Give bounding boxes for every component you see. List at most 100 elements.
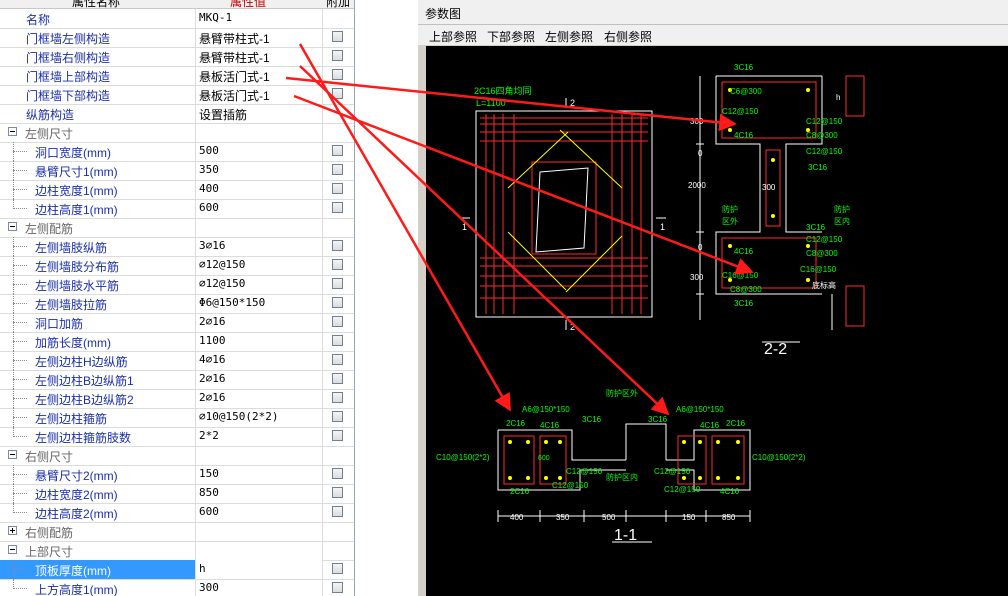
attach-checkbox[interactable]: [332, 259, 343, 270]
tab-top-reference[interactable]: 上部参照: [429, 30, 478, 44]
property-value-cell[interactable]: 2⌀16: [196, 370, 323, 389]
property-value-cell[interactable]: 2⌀16: [196, 313, 323, 332]
property-row[interactable]: 加筋长度(mm)1100: [0, 332, 354, 352]
property-row[interactable]: 门框墙下部构造悬板活门式-1: [0, 85, 354, 105]
property-name-cell[interactable]: 左侧墙肢拉筋: [0, 294, 196, 313]
property-group-row[interactable]: 上部尺寸: [0, 541, 354, 561]
property-name-cell[interactable]: 门框墙下部构造: [0, 85, 196, 104]
attach-checkbox[interactable]: [332, 506, 343, 517]
expand-icon[interactable]: [8, 526, 17, 535]
property-name-cell[interactable]: 顶板厚度(mm): [0, 560, 196, 579]
property-value-cell[interactable]: ⌀10@150(2*2): [196, 408, 323, 427]
property-group-row[interactable]: 右侧配筋: [0, 522, 354, 542]
property-value-cell[interactable]: Φ6@150*150: [196, 294, 323, 313]
property-value-cell[interactable]: 2*2: [196, 427, 323, 446]
property-name-cell[interactable]: 左侧边柱箍筋: [0, 408, 196, 427]
property-value-cell[interactable]: 2⌀16: [196, 389, 323, 408]
property-name-cell[interactable]: 名称: [0, 9, 196, 28]
attach-checkbox[interactable]: [332, 392, 343, 403]
property-name-cell[interactable]: 左侧墙肢水平筋: [0, 275, 196, 294]
attach-checkbox[interactable]: [332, 69, 343, 80]
property-name-cell[interactable]: 左侧边柱箍筋肢数: [0, 427, 196, 446]
tab-right-reference[interactable]: 右侧参照: [604, 30, 653, 44]
property-value-cell[interactable]: 1100: [196, 332, 323, 351]
property-row[interactable]: 边柱宽度2(mm)850: [0, 484, 354, 504]
attach-checkbox[interactable]: [332, 183, 343, 194]
property-value-cell[interactable]: 400: [196, 180, 323, 199]
property-row[interactable]: 悬臂尺寸1(mm)350: [0, 161, 354, 181]
property-name-cell[interactable]: 右侧尺寸: [0, 446, 196, 465]
property-value-cell[interactable]: ⌀12@150: [196, 256, 323, 275]
tab-left-reference[interactable]: 左侧参照: [545, 30, 594, 44]
property-value-cell[interactable]: 500: [196, 142, 323, 161]
property-name-cell[interactable]: 纵筋构造: [0, 104, 196, 123]
property-value-cell[interactable]: [196, 446, 323, 465]
property-value-cell[interactable]: 150: [196, 465, 323, 484]
attach-checkbox[interactable]: [332, 202, 343, 213]
property-group-row[interactable]: 右侧尺寸: [0, 446, 354, 466]
property-value-cell[interactable]: MKQ-1: [196, 9, 323, 28]
property-value-cell[interactable]: [196, 522, 323, 541]
property-name-cell[interactable]: 门框墙右侧构造: [0, 47, 196, 66]
attach-checkbox[interactable]: [332, 145, 343, 156]
property-value-cell[interactable]: 350: [196, 161, 323, 180]
property-name-cell[interactable]: 上部尺寸: [0, 541, 196, 560]
attach-checkbox[interactable]: [332, 240, 343, 251]
attach-checkbox[interactable]: [332, 430, 343, 441]
property-name-cell[interactable]: 悬臂尺寸1(mm): [0, 161, 196, 180]
property-name-cell[interactable]: 左侧墙肢纵筋: [0, 237, 196, 256]
property-row[interactable]: 门框墙右侧构造悬臂带柱式-1: [0, 47, 354, 67]
tab-bottom-reference[interactable]: 下部参照: [487, 30, 536, 44]
property-value-cell[interactable]: 4⌀16: [196, 351, 323, 370]
property-name-cell[interactable]: 门框墙左侧构造: [0, 28, 196, 47]
property-row[interactable]: 悬臂尺寸2(mm)150: [0, 465, 354, 485]
collapse-icon[interactable]: [8, 450, 17, 459]
property-row[interactable]: 门框墙上部构造悬板活门式-1: [0, 66, 354, 86]
property-value-cell[interactable]: 悬板活门式-1: [196, 66, 323, 85]
attach-checkbox[interactable]: [332, 31, 343, 42]
property-value-cell[interactable]: 设置插筋: [196, 104, 323, 123]
attach-checkbox[interactable]: [332, 278, 343, 289]
attach-checkbox[interactable]: [332, 316, 343, 327]
property-value-cell[interactable]: 悬臂带柱式-1: [196, 28, 323, 47]
property-name-cell[interactable]: 加筋长度(mm): [0, 332, 196, 351]
collapse-icon[interactable]: [8, 545, 17, 554]
property-group-row[interactable]: 左侧配筋: [0, 218, 354, 238]
property-row[interactable]: 门框墙左侧构造悬臂带柱式-1: [0, 28, 354, 48]
property-value-cell[interactable]: 3⌀16: [196, 237, 323, 256]
property-name-cell[interactable]: 左侧边柱H边纵筋: [0, 351, 196, 370]
property-row[interactable]: 边柱高度1(mm)600: [0, 199, 354, 219]
attach-checkbox[interactable]: [332, 373, 343, 384]
property-value-cell[interactable]: [196, 123, 323, 142]
property-value-cell[interactable]: 悬板活门式-1: [196, 85, 323, 104]
property-value-cell[interactable]: 300: [196, 579, 323, 596]
property-name-cell[interactable]: 边柱宽度2(mm): [0, 484, 196, 503]
property-row[interactable]: 边柱高度2(mm)600: [0, 503, 354, 523]
attach-checkbox[interactable]: [332, 354, 343, 365]
property-value-cell[interactable]: 600: [196, 503, 323, 522]
attach-checkbox[interactable]: [332, 88, 343, 99]
property-name-cell[interactable]: 门框墙上部构造: [0, 66, 196, 85]
property-name-cell[interactable]: 边柱宽度1(mm): [0, 180, 196, 199]
attach-checkbox[interactable]: [332, 335, 343, 346]
property-row[interactable]: 左侧墙肢水平筋⌀12@150: [0, 275, 354, 295]
property-row[interactable]: 左侧边柱箍筋⌀10@150(2*2): [0, 408, 354, 428]
property-name-cell[interactable]: 左侧尺寸: [0, 123, 196, 142]
property-row[interactable]: 左侧墙肢分布筋⌀12@150: [0, 256, 354, 276]
property-name-cell[interactable]: 洞口宽度(mm): [0, 142, 196, 161]
property-value-cell[interactable]: ⌀12@150: [196, 275, 323, 294]
property-value-cell[interactable]: 600: [196, 199, 323, 218]
property-name-cell[interactable]: 上方高度1(mm): [0, 579, 196, 596]
property-name-cell[interactable]: 左侧配筋: [0, 218, 196, 237]
attach-checkbox[interactable]: [332, 50, 343, 61]
property-row[interactable]: 边柱宽度1(mm)400: [0, 180, 354, 200]
property-name-cell[interactable]: 左侧边柱B边纵筋2: [0, 389, 196, 408]
attach-checkbox[interactable]: [332, 411, 343, 422]
collapse-icon[interactable]: [8, 127, 17, 136]
